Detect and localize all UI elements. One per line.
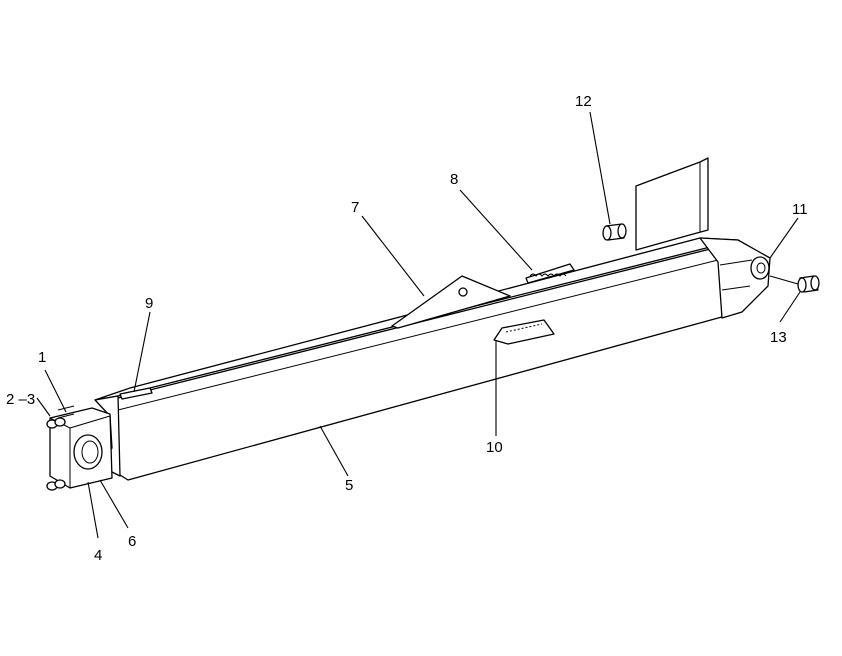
part-10 — [493, 319, 555, 345]
pivot-11 — [750, 256, 770, 280]
upright-plate — [635, 157, 709, 251]
callout-10: 10 — [486, 439, 503, 456]
plate-9 — [119, 387, 153, 400]
callout-11: 11 — [792, 201, 808, 218]
callout-2-3: 2 –3 — [6, 391, 35, 408]
bushing-13 — [769, 275, 820, 293]
bolts — [46, 417, 66, 491]
callout-9: 9 — [145, 295, 153, 312]
callout-12: 12 — [575, 93, 592, 110]
rack-8 — [525, 263, 575, 284]
callout-1: 1 — [38, 349, 46, 366]
bracket-7 — [391, 275, 511, 329]
callout-8: 8 — [450, 171, 458, 188]
leader-lines — [36, 111, 801, 539]
callout-6: 6 — [128, 533, 136, 550]
callout-4: 4 — [94, 547, 102, 564]
callout-7: 7 — [351, 199, 359, 216]
callout-13: 13 — [770, 329, 787, 346]
beam-body — [94, 237, 771, 481]
bushing-12 — [602, 223, 627, 241]
end-cap — [49, 405, 113, 489]
callout-5: 5 — [345, 477, 353, 494]
